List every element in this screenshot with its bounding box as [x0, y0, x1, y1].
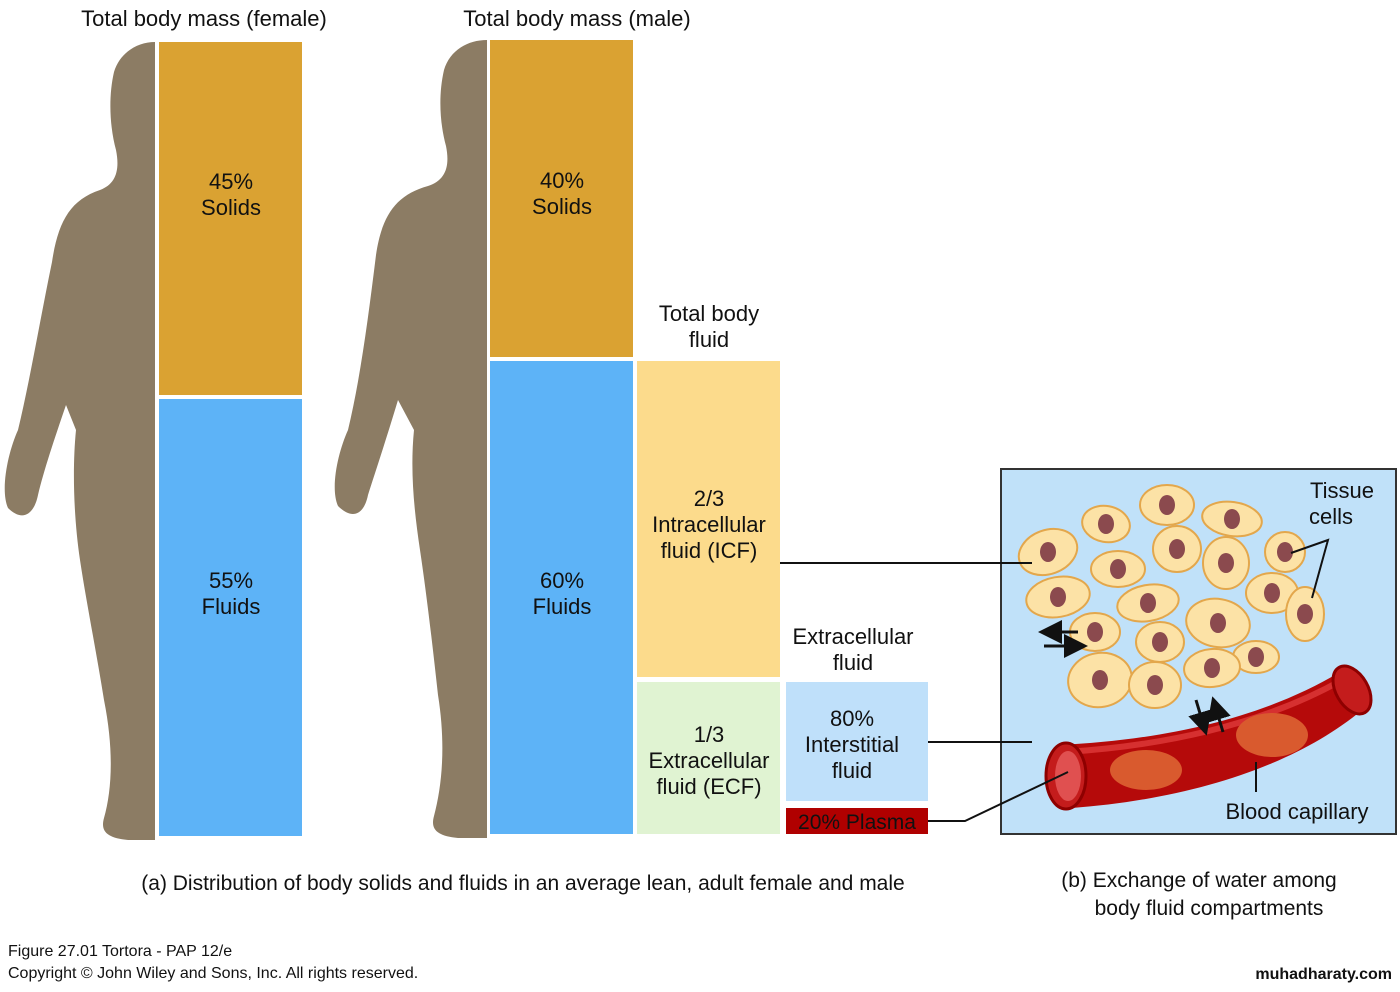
cell-nucleus [1210, 613, 1226, 633]
tissue-cells-label-2: cells [1309, 504, 1353, 529]
male-solids-block [490, 40, 633, 357]
male-solids-percent: 40% [540, 168, 584, 193]
cell-nucleus [1050, 587, 1066, 607]
tissue-cells-label-1: Tissue [1310, 478, 1374, 503]
tbf-title-2: fluid [689, 327, 729, 352]
tbf-title-1: Total body [659, 301, 759, 326]
icf-line2: fluid (ICF) [661, 538, 758, 563]
male-silhouette [334, 40, 487, 838]
cell-nucleus [1218, 553, 1234, 573]
female-solids-percent: 45% [209, 169, 253, 194]
male-fluids-percent: 60% [540, 568, 584, 593]
male-solids-label: Solids [532, 194, 592, 219]
cell-nucleus [1092, 670, 1108, 690]
ecf-line1: Extracellular [648, 748, 769, 773]
cell-nucleus [1040, 542, 1056, 562]
male-fluids-label: Fluids [533, 594, 592, 619]
leader-lines [780, 538, 1330, 822]
icf-block [637, 361, 780, 677]
caption-a: (a) Distribution of body solids and flui… [141, 872, 904, 895]
cell-nucleus [1277, 542, 1293, 562]
cell-nucleus [1152, 632, 1168, 652]
cell-nucleus [1147, 675, 1163, 695]
female-solids-label: Solids [201, 195, 261, 220]
cell-nucleus [1159, 495, 1175, 515]
ecf-block [637, 682, 780, 834]
interstitial-line2: fluid [832, 758, 872, 783]
icf-fraction: 2/3 [694, 486, 725, 511]
exchange-arrows [1038, 620, 1231, 736]
cell-nucleus [1204, 658, 1220, 678]
cell-nucleus [1087, 622, 1103, 642]
cell-nucleus [1110, 559, 1126, 579]
cell-nucleus [1169, 539, 1185, 559]
caption-b-1: (b) Exchange of water among [1061, 869, 1336, 892]
male-title: Total body mass (male) [463, 6, 690, 31]
cell-nucleus [1224, 509, 1240, 529]
ecf-title-2: fluid [833, 650, 873, 675]
copyright: Copyright © John Wiley and Sons, Inc. Al… [8, 965, 418, 982]
ecf-title-1: Extracellular [792, 624, 913, 649]
cell-nucleus [1098, 514, 1114, 534]
cell-nucleus [1248, 647, 1264, 667]
female-fluids-block [159, 399, 302, 836]
female-fluids-label: Fluids [202, 594, 261, 619]
female-fluids-percent: 55% [209, 568, 253, 593]
figure-credit: Figure 27.01 Tortora - PAP 12/e [8, 943, 232, 960]
watermark: muhadharaty.com [1255, 966, 1392, 983]
cell-nucleus [1297, 604, 1313, 624]
plasma-label: 20% Plasma [798, 811, 916, 834]
cell-nucleus [1264, 583, 1280, 603]
female-title: Total body mass (female) [81, 6, 327, 31]
female-solids-block [159, 42, 302, 395]
cell-nucleus [1140, 593, 1156, 613]
red-blood-cell [1110, 750, 1182, 790]
plasma-block [786, 808, 928, 834]
blood-capillary-label: Blood capillary [1225, 799, 1368, 824]
interstitial-percent: 80% [830, 706, 874, 731]
tissue-cells-group [1017, 484, 1325, 709]
ecf-fraction: 1/3 [694, 722, 725, 747]
female-silhouette [4, 42, 155, 840]
ecf-line2: fluid (ECF) [656, 774, 761, 799]
red-blood-cell [1236, 713, 1308, 757]
male-fluids-block [490, 361, 633, 834]
caption-b-2: body fluid compartments [1095, 897, 1324, 920]
interstitial-block [786, 682, 928, 801]
icf-line1: Intracellular [652, 512, 766, 537]
interstitial-line1: Interstitial [805, 732, 899, 757]
